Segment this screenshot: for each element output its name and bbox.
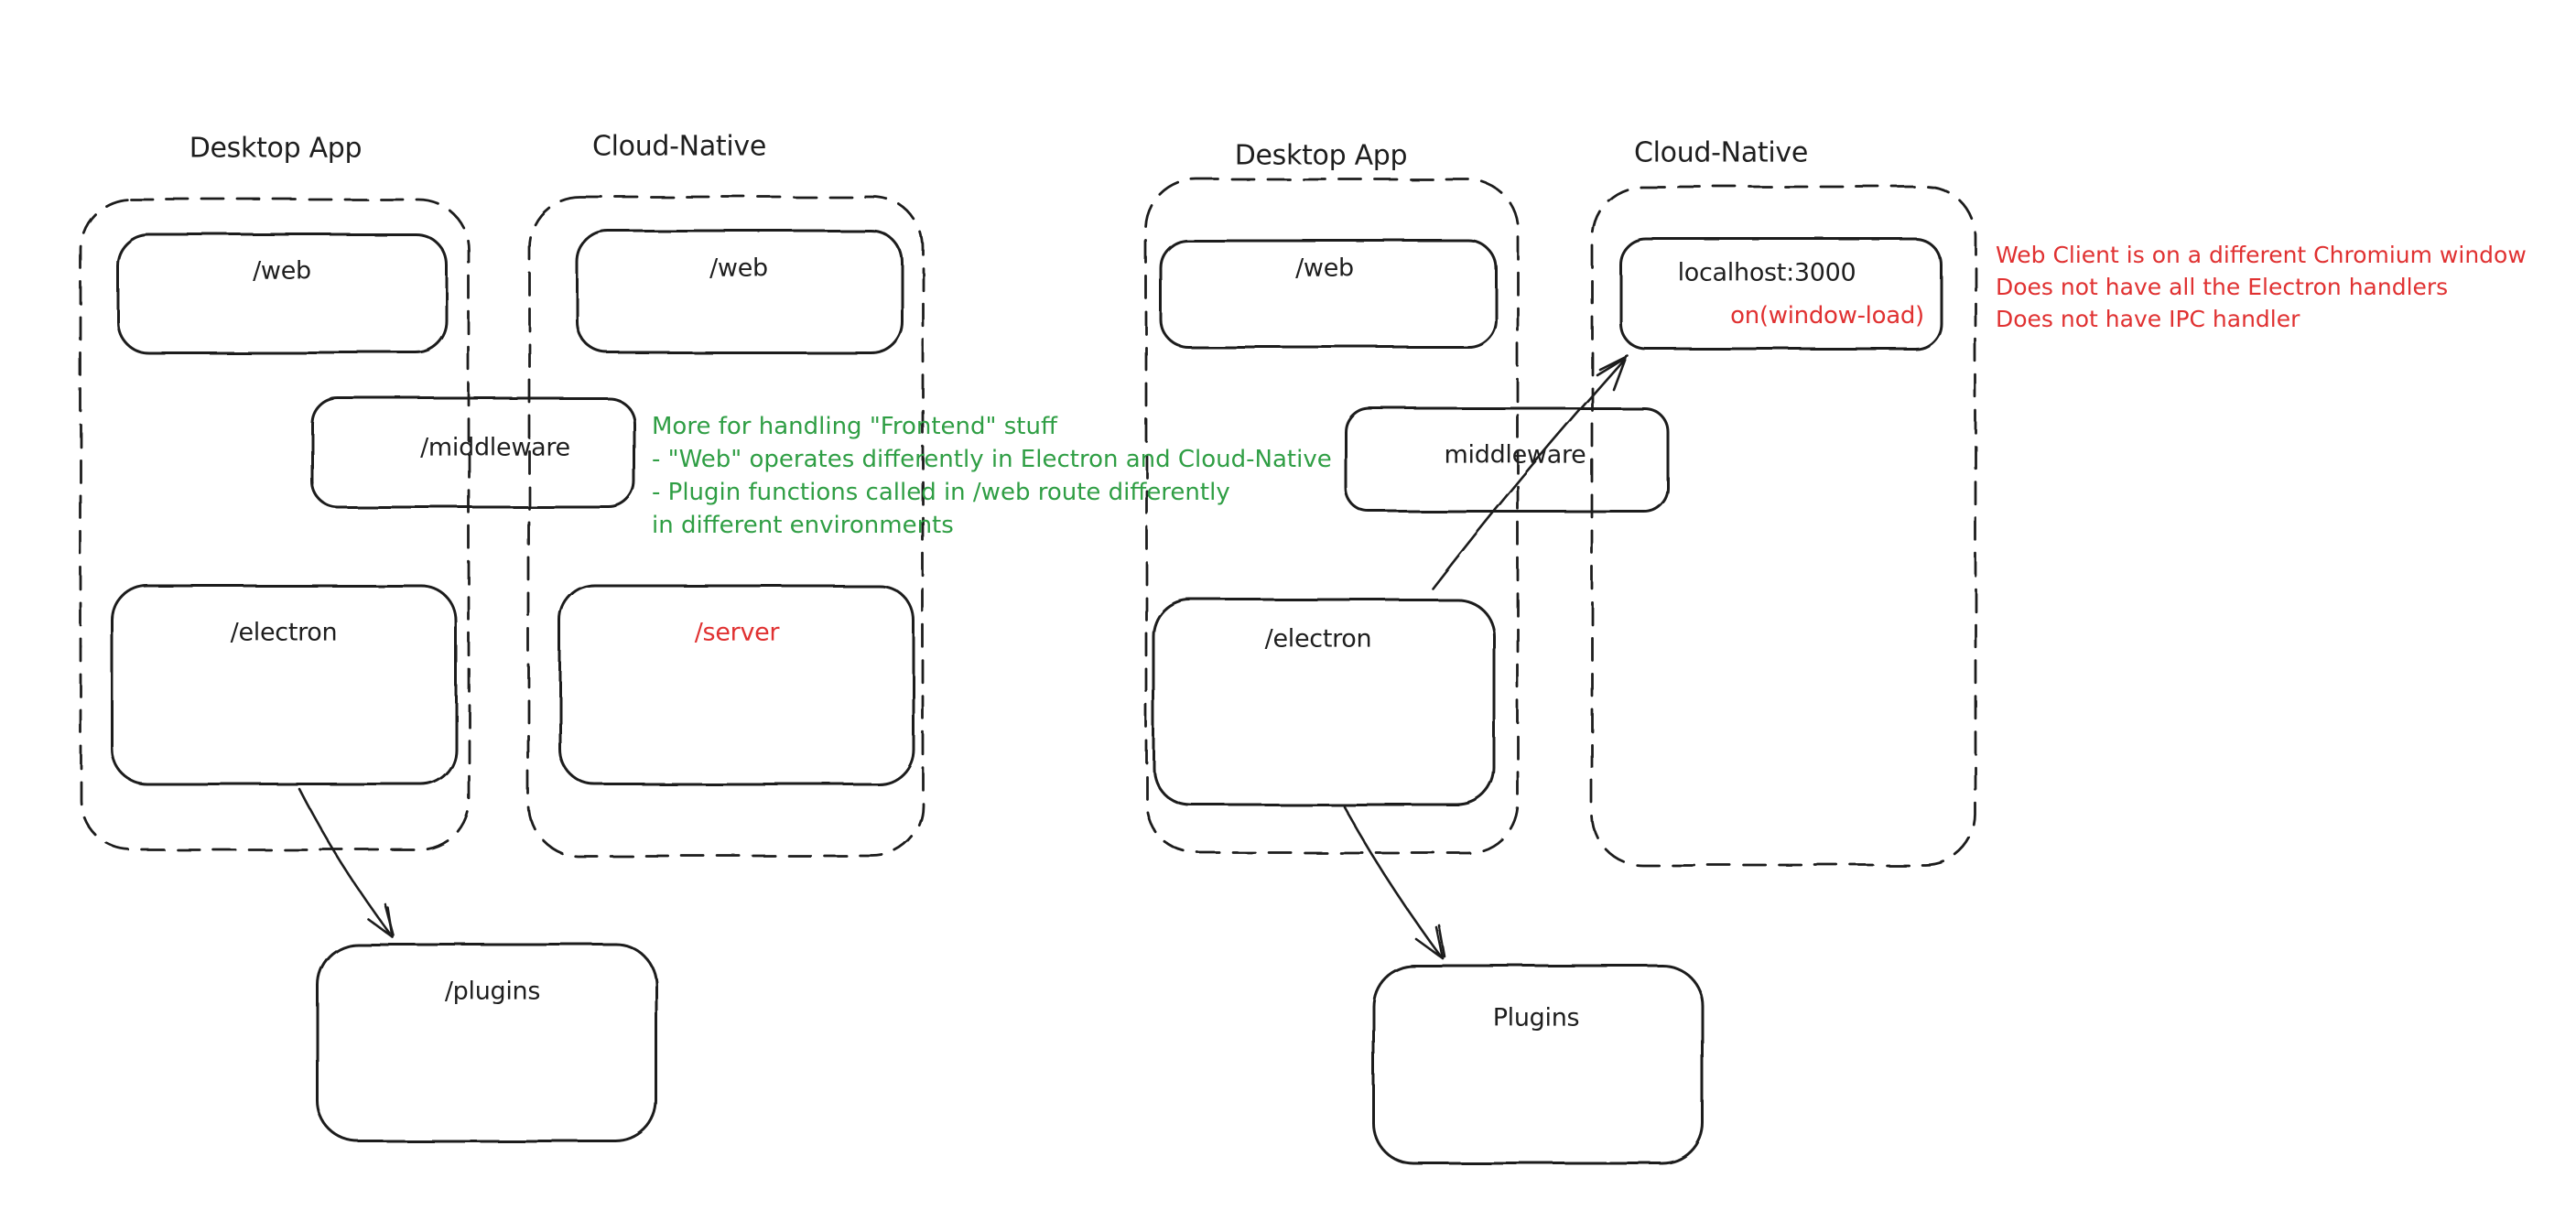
left-middleware-box[interactable] (310, 396, 636, 509)
left-cloud-native-label[interactable]: Cloud-Native (591, 130, 767, 163)
right-web-box[interactable] (1159, 239, 1498, 349)
right-localhost-box[interactable] (1618, 237, 1943, 351)
left-desktop-app-label[interactable]: Desktop App (189, 132, 363, 165)
right-middleware-box-label: middleware (1444, 440, 1586, 470)
red-note-line: Does not have all the Electron handlers (1996, 274, 2449, 300)
green-note[interactable]: More for handling "Frontend" stuff - "We… (652, 410, 1332, 542)
left-middleware-box-label: /middleware (420, 433, 570, 462)
right-electron-box-label: /electron (1264, 624, 1372, 654)
red-note[interactable]: Web Client is on a different Chromium wi… (1996, 239, 2527, 335)
right-desktop-app-label[interactable]: Desktop App (1234, 139, 1408, 172)
green-note-line: in different environments (652, 512, 954, 539)
left-electron-to-plugins-arrow[interactable] (298, 787, 395, 939)
left-electron-box[interactable] (111, 584, 458, 786)
right-cloud-native-label[interactable]: Cloud-Native (1633, 136, 1809, 169)
left-web-desktop-box-label: /web (253, 256, 311, 286)
left-server-box[interactable] (558, 584, 915, 786)
right-middleware-box[interactable] (1344, 406, 1670, 513)
left-electron-box-label: /electron (230, 618, 338, 647)
red-note-line: Web Client is on a different Chromium wi… (1996, 242, 2527, 268)
green-note-line: - Plugin functions called in /web route … (652, 479, 1230, 506)
left-web-cloud-box-label: /web (709, 254, 768, 283)
right-localhost-box-label: localhost:3000 (1677, 258, 1856, 287)
right-window-load-text[interactable]: on(window-load) (1730, 302, 1924, 330)
left-desktop-app-container[interactable] (79, 198, 471, 851)
right-plugins-box-label: Plugins (1492, 1003, 1580, 1032)
right-electron-to-plugins-arrow[interactable] (1342, 805, 1446, 960)
red-note-line: Does not have IPC handler (1996, 306, 2300, 332)
left-cloud-native-container[interactable] (527, 195, 925, 858)
left-server-box-label: /server (694, 618, 780, 647)
right-cloud-native-container[interactable] (1590, 185, 1977, 867)
green-note-line: More for handling "Frontend" stuff (652, 413, 1057, 440)
left-web-cloud-box[interactable] (575, 229, 904, 354)
left-plugins-box[interactable] (316, 943, 658, 1143)
right-electron-to-localhost-arrow[interactable] (1431, 353, 1629, 590)
right-web-box-label: /web (1295, 254, 1354, 283)
left-web-desktop-box[interactable] (115, 232, 449, 354)
green-note-line: - "Web" operates differently in Electron… (652, 446, 1332, 473)
right-plugins-box[interactable] (1371, 964, 1705, 1165)
left-plugins-box-label: /plugins (444, 977, 541, 1006)
right-electron-box[interactable] (1152, 598, 1496, 806)
